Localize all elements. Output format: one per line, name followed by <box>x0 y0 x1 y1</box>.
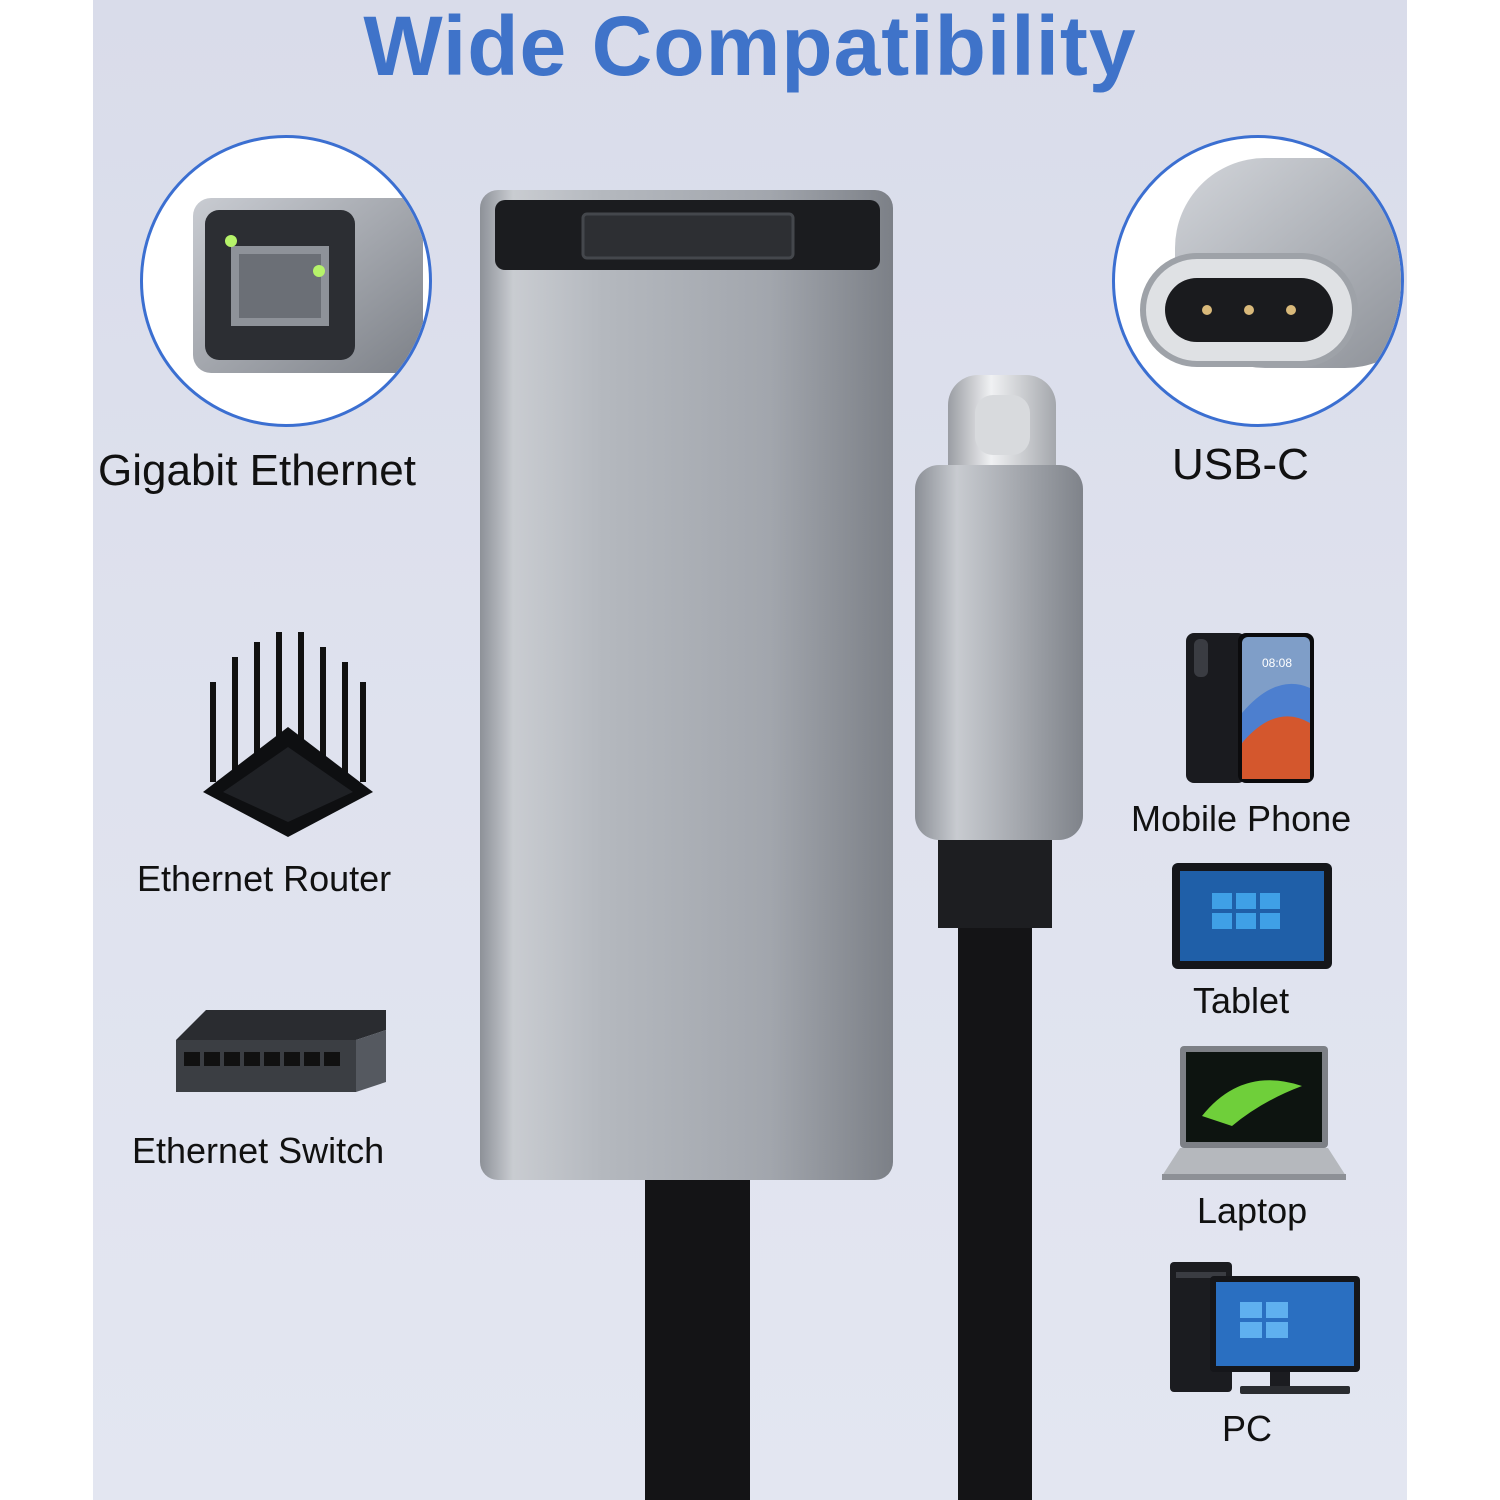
device-label-mobile-phone: Mobile Phone <box>1131 798 1352 839</box>
device-label-pc: PC <box>1222 1408 1273 1449</box>
usb-c-label: USB-C <box>1172 440 1309 489</box>
device-label-laptop: Laptop <box>1197 1190 1308 1231</box>
page-title: Wide Compatibility <box>363 0 1137 93</box>
device-label-switch: Ethernet Switch <box>132 1130 385 1171</box>
device-label-router: Ethernet Router <box>137 858 392 899</box>
mobile-phone-icon <box>1186 633 1314 783</box>
phone-clock: 08:08 <box>1262 656 1293 670</box>
tablet-icon <box>1172 863 1332 969</box>
switch-icon <box>176 1010 386 1092</box>
router-icon <box>203 632 373 837</box>
gigabit-ethernet-label: Gigabit Ethernet <box>98 446 416 495</box>
rj45-port-icon <box>193 198 423 373</box>
rj45-closeup <box>140 135 432 427</box>
usbc-closeup <box>1112 135 1404 427</box>
usbc-plug-icon <box>1140 158 1401 368</box>
laptop-icon <box>1162 1046 1346 1180</box>
pc-icon <box>1170 1262 1360 1394</box>
device-label-tablet: Tablet <box>1193 980 1290 1021</box>
